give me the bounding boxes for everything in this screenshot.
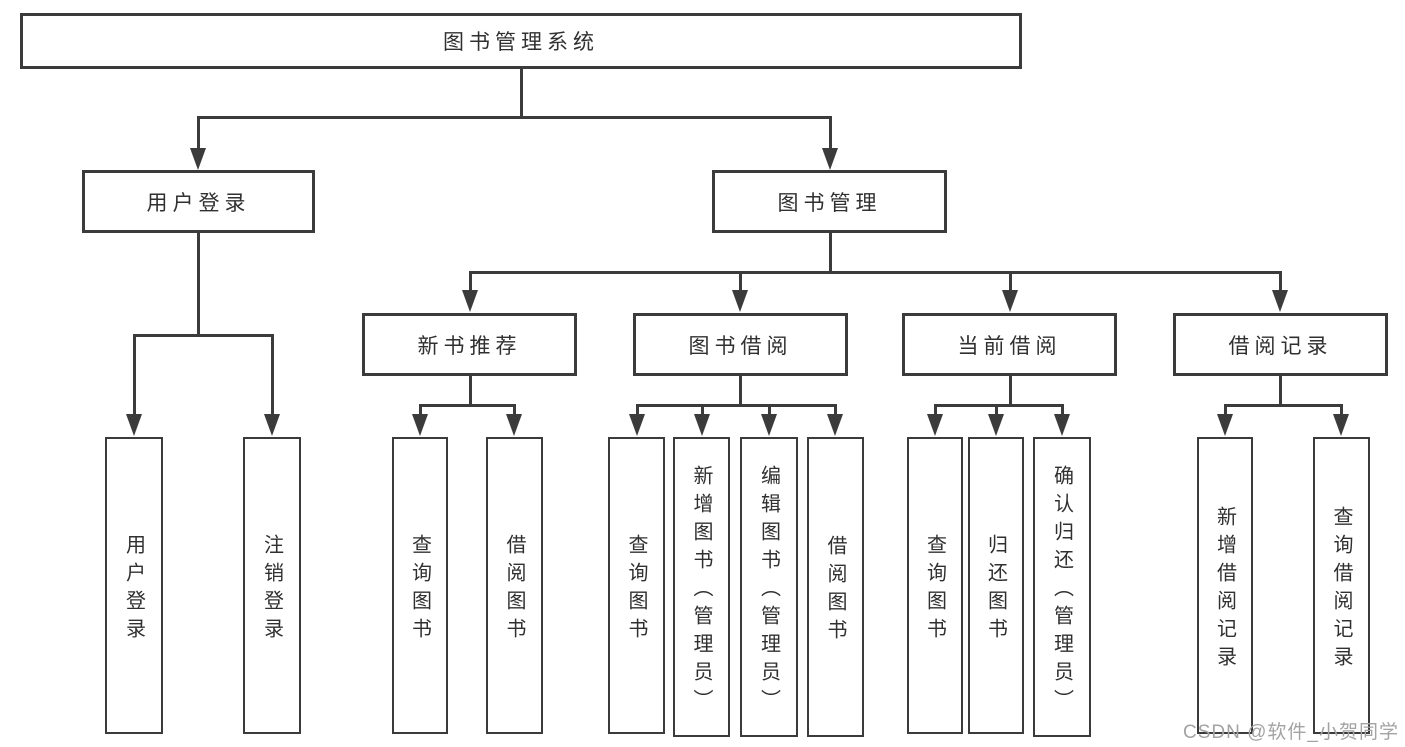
leaf-label: 归还图书 [984, 533, 1007, 646]
node-borrowing-records: 借阅记录 [1173, 313, 1388, 376]
arrow-down-icon [462, 290, 478, 312]
node-label: 新书推荐 [417, 334, 522, 358]
leaf-borrow-books-2: 借阅图书 [807, 437, 864, 737]
leaf-edit-book-admin: 编辑图书（管理员） [740, 437, 798, 737]
arrow-down-icon [126, 414, 142, 436]
watermark: CSDN @软件_小贺同学 [1183, 722, 1399, 743]
connector-line [738, 376, 742, 405]
leaf-add-book-admin: 新增图书（管理员） [673, 437, 730, 737]
connector-line [828, 233, 832, 272]
connector-line [833, 405, 837, 415]
leaf-label: 查询借阅记录 [1330, 505, 1352, 674]
node-new-book-recommendation: 新书推荐 [362, 313, 577, 376]
connector-line [1223, 405, 1227, 415]
leaf-label: 查询图书 [923, 533, 946, 646]
arrow-down-icon [264, 414, 280, 436]
leaf-logout: 注销登录 [243, 437, 301, 734]
leaf-borrow-books-1: 借阅图书 [486, 437, 543, 734]
arrow-down-icon [988, 414, 1004, 436]
leaf-return-books: 归还图书 [968, 437, 1024, 734]
connector-line [933, 405, 937, 415]
arrow-down-icon [1002, 290, 1018, 312]
arrow-down-icon [506, 414, 522, 436]
node-library-management-system: 图书管理系统 [20, 13, 1022, 69]
leaf-query-books-2: 查询图书 [608, 437, 665, 734]
connector-line [196, 115, 832, 119]
leaf-label: 查询图书 [408, 533, 431, 646]
connector-line [1278, 376, 1282, 405]
leaf-label: 确认归还（管理员） [1050, 465, 1073, 717]
connector-line [700, 405, 704, 415]
leaf-label: 借阅图书 [824, 535, 846, 647]
node-current-borrowing: 当前借阅 [902, 313, 1117, 376]
node-label: 图书借阅 [688, 334, 793, 358]
connector-line [828, 117, 832, 150]
leaf-label: 借阅图书 [503, 533, 525, 646]
node-label: 用户登录 [146, 191, 251, 215]
connector-line [933, 403, 1064, 407]
connector-line [1278, 272, 1282, 292]
connector-line [196, 117, 200, 150]
connector-line [519, 69, 523, 117]
arrow-down-icon [822, 148, 838, 170]
arrow-down-icon [732, 290, 748, 312]
leaf-label: 新增借阅记录 [1213, 505, 1236, 674]
connector-line [512, 405, 516, 415]
node-label: 借阅记录 [1228, 334, 1333, 358]
arrow-down-icon [827, 414, 843, 436]
connector-line [1339, 405, 1343, 415]
node-label: 当前借阅 [957, 334, 1062, 358]
connector-line [635, 403, 837, 407]
connector-line [418, 403, 516, 407]
arrow-down-icon [761, 414, 777, 436]
connector-line [468, 270, 1282, 274]
leaf-query-books-1: 查询图书 [392, 437, 448, 734]
leaf-user-login: 用户登录 [105, 437, 163, 734]
connector-line [738, 272, 742, 292]
arrow-down-icon [190, 148, 206, 170]
connector-line [418, 405, 422, 415]
node-book-management: 图书管理 [712, 170, 947, 233]
connector-line [196, 233, 200, 335]
connector-line [132, 335, 136, 415]
connector-line [468, 272, 472, 292]
connector-line [767, 405, 771, 415]
arrow-down-icon [1333, 414, 1349, 436]
arrow-down-icon [694, 414, 710, 436]
connector-line [132, 333, 274, 337]
leaf-query-borrow-record: 查询借阅记录 [1313, 437, 1370, 734]
connector-line [1008, 376, 1012, 405]
arrow-down-icon [1217, 414, 1233, 436]
connector-line [1223, 403, 1343, 407]
leaf-confirm-return-admin: 确认归还（管理员） [1033, 437, 1091, 737]
leaf-label: 用户登录 [122, 533, 145, 646]
arrow-down-icon [629, 414, 645, 436]
leaf-label: 查询图书 [625, 533, 647, 646]
arrow-down-icon [927, 414, 943, 436]
arrow-down-icon [1272, 290, 1288, 312]
connector-line [635, 405, 639, 415]
node-user-login: 用户登录 [82, 170, 315, 233]
connector-line [468, 376, 472, 405]
node-book-borrowing: 图书借阅 [633, 313, 848, 376]
leaf-label: 注销登录 [260, 533, 283, 646]
connector-line [1060, 405, 1064, 415]
connector-line [994, 405, 998, 415]
leaf-label: 编辑图书（管理员） [757, 465, 780, 717]
leaf-add-borrow-record: 新增借阅记录 [1197, 437, 1253, 734]
connector-line [270, 335, 274, 415]
connector-line [1008, 272, 1012, 292]
leaf-query-books-3: 查询图书 [907, 437, 963, 734]
node-label: 图书管理 [777, 191, 882, 215]
leaf-label: 新增图书（管理员） [690, 465, 712, 717]
arrow-down-icon [1054, 414, 1070, 436]
arrow-down-icon [412, 414, 428, 436]
node-label: 图书管理系统 [443, 31, 599, 54]
